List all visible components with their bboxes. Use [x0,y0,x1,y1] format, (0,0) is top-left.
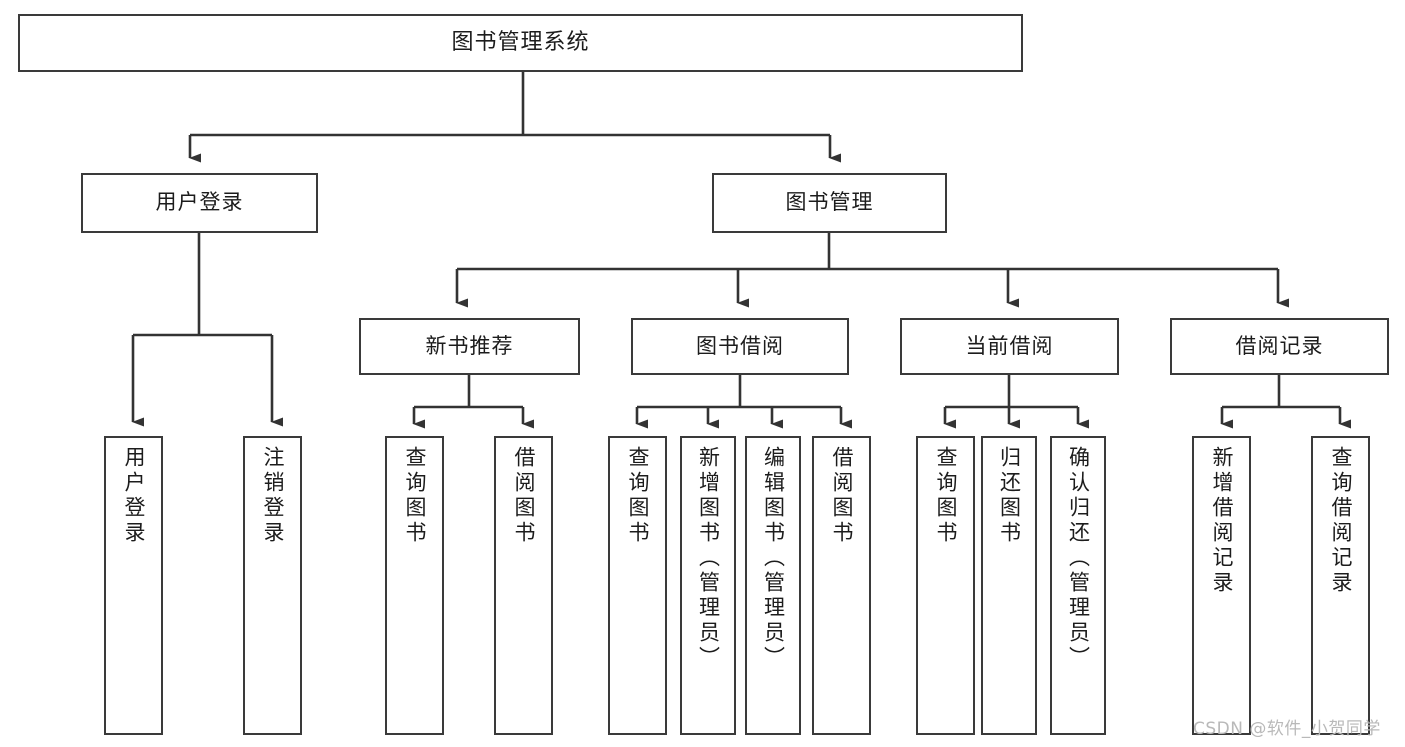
node-label: 图书借阅 [696,333,784,358]
leaf-user-login[interactable]: 用户登录 [104,436,163,735]
node-label: 注销登录 [261,446,285,546]
node-label: 新增图书（管理员） [696,446,721,671]
node-label: 用户登录 [122,446,146,546]
node-label: 查询图书 [626,446,650,546]
node-label: 查询图书 [934,446,958,546]
node-label: 新增借阅记录 [1210,446,1234,596]
leaf-query-book-current[interactable]: 查询图书 [916,436,975,735]
leaf-query-book-borrow[interactable]: 查询图书 [608,436,667,735]
node-label: 确认归还（管理员） [1066,446,1091,671]
node-label: 用户登录 [155,190,244,215]
node-label: 编辑图书（管理员） [761,446,786,671]
node-root-system[interactable]: 图书管理系统 [18,14,1023,72]
node-label: 借阅图书 [512,446,536,546]
node-label: 查询图书 [403,446,427,546]
leaf-edit-book-admin[interactable]: 编辑图书（管理员） [745,436,801,735]
node-label: 查询借阅记录 [1329,446,1353,596]
node-book-management[interactable]: 图书管理 [712,173,947,233]
node-label: 图书管理 [785,190,874,215]
node-label: 图书管理系统 [451,29,590,55]
leaf-return-book[interactable]: 归还图书 [981,436,1037,735]
csdn-watermark: CSDN @软件_小贺同学 [1193,719,1381,739]
leaf-borrow-book-newbook[interactable]: 借阅图书 [494,436,553,735]
leaf-add-book-admin[interactable]: 新增图书（管理员） [680,436,736,735]
node-new-book-recommend[interactable]: 新书推荐 [359,318,580,375]
node-label: 当前借阅 [965,333,1054,358]
node-user-login[interactable]: 用户登录 [81,173,318,233]
node-label: 借阅图书 [830,446,854,546]
node-book-borrow[interactable]: 图书借阅 [631,318,849,375]
node-current-borrow[interactable]: 当前借阅 [900,318,1119,375]
node-label: 借阅记录 [1235,333,1324,358]
node-label: 新书推荐 [425,333,514,358]
node-label: 归还图书 [997,446,1022,546]
leaf-user-logout[interactable]: 注销登录 [243,436,302,735]
leaf-query-borrow-record[interactable]: 查询借阅记录 [1311,436,1370,735]
leaf-confirm-return-admin[interactable]: 确认归还（管理员） [1050,436,1106,735]
leaf-query-book-newbook[interactable]: 查询图书 [385,436,444,735]
leaf-borrow-book[interactable]: 借阅图书 [812,436,871,735]
leaf-add-borrow-record[interactable]: 新增借阅记录 [1192,436,1251,735]
node-borrow-record[interactable]: 借阅记录 [1170,318,1389,375]
